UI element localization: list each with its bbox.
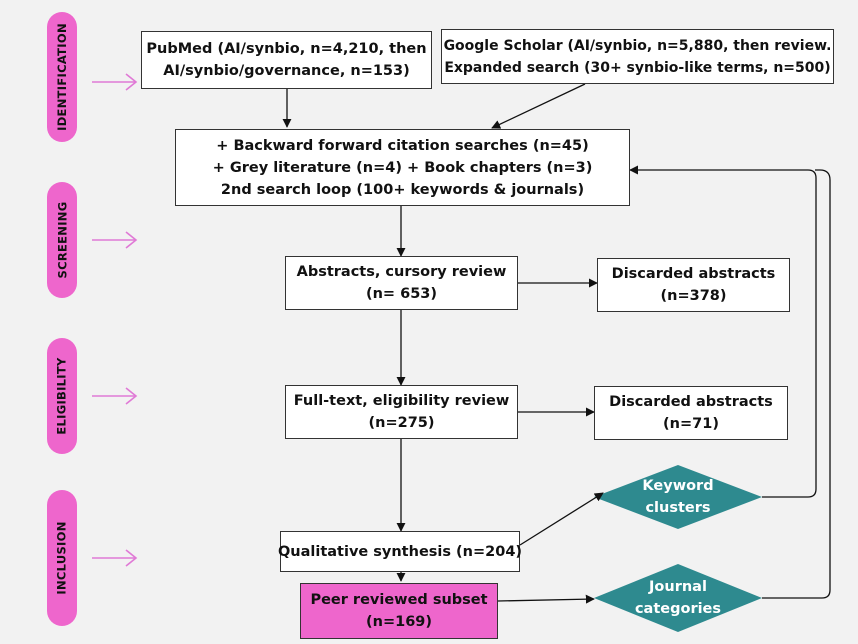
- loop-keyword-to-citation: [629, 165, 817, 498]
- stage-label-screening: SCREENING: [55, 201, 69, 279]
- keyword-clusters-diamond: [594, 465, 762, 529]
- loop-journal-to-citation: [762, 169, 831, 599]
- discarded-abstracts-box-1: Discarded abstracts (n=378): [597, 258, 790, 312]
- journal-categories-diamond: [594, 564, 762, 632]
- stage-label-inclusion: INCLUSION: [55, 521, 70, 595]
- stage-pill-identification: IDENTIFICATION: [47, 12, 77, 142]
- discarded-abstracts-box-2: Discarded abstracts (n=71): [594, 386, 788, 440]
- arrow-qualitative-to-keyword: [519, 492, 604, 546]
- stage-pill-inclusion: INCLUSION: [47, 490, 77, 626]
- stage-label-identification: IDENTIFICATION: [55, 23, 70, 131]
- arrow-peer-to-journal: [497, 594, 595, 604]
- stage-arrow-inclusion: [92, 549, 138, 567]
- stage-arrow-screening: [92, 231, 138, 249]
- citation-search-box: + Backward forward citation searches (n=…: [175, 129, 630, 206]
- keyword-clusters-label: Keyword clusters: [642, 478, 714, 516]
- abstracts-review-box: Abstracts, cursory review (n= 653): [285, 256, 518, 310]
- journal-categories-label: Journal categories: [634, 579, 722, 617]
- stage-pill-screening: SCREENING: [47, 182, 77, 298]
- stage-pill-eligibility: ELIGIBILITY: [47, 338, 77, 454]
- pubmed-box: PubMed (AI/synbio, n=4,210, then AI/synb…: [141, 31, 432, 89]
- stage-arrow-identification: [92, 73, 138, 91]
- peer-reviewed-subset-box: Peer reviewed subset (n=169): [300, 583, 498, 639]
- fulltext-review-box: Full-text, eligibility review (n=275): [285, 385, 518, 439]
- stage-arrows: [92, 73, 138, 567]
- google-scholar-box: Google Scholar (AI/synbio, n=5,880, then…: [441, 29, 834, 84]
- stage-label-eligibility: ELIGIBILITY: [55, 357, 69, 435]
- arrow-scholar-to-citation: [491, 83, 586, 129]
- stage-arrow-eligibility: [92, 387, 138, 405]
- qualitative-synthesis-box: Qualitative synthesis (n=204): [278, 531, 522, 572]
